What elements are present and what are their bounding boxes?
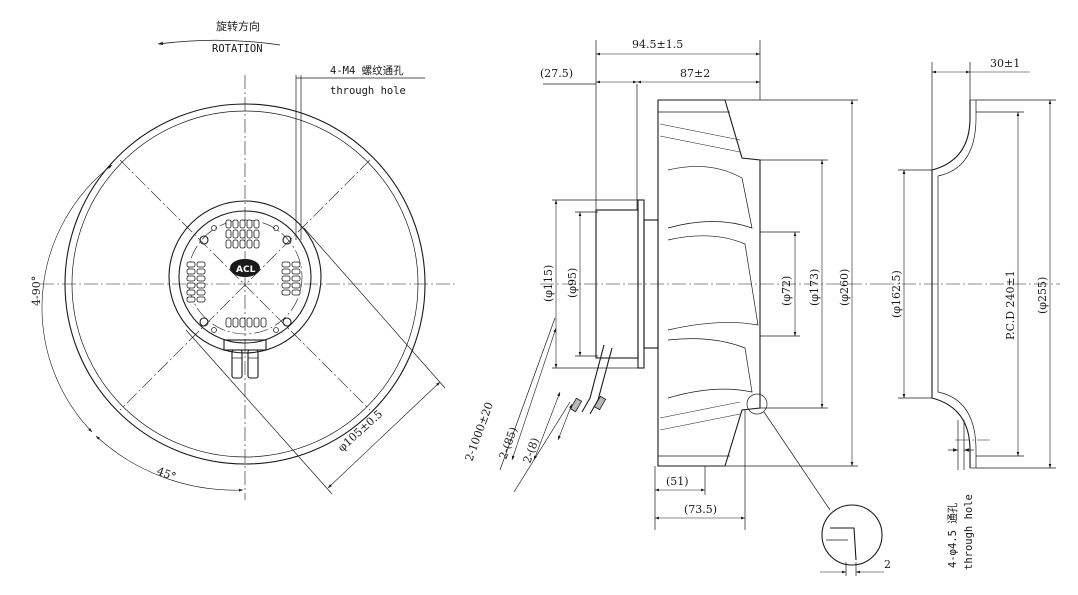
cable-gland xyxy=(223,339,267,379)
len-30-label: 30±1 xyxy=(990,57,1020,70)
inlet-ring-profile xyxy=(931,100,971,468)
detail-view xyxy=(821,504,883,566)
detail-marker xyxy=(746,393,768,415)
len-94-5-label: 94.5±1.5 xyxy=(632,38,683,51)
svg-text:ACL: ACL xyxy=(236,265,256,275)
impeller-blade xyxy=(667,338,753,399)
bolt-hole xyxy=(282,317,292,327)
angle-arc-45 xyxy=(95,435,244,492)
screw-hole xyxy=(273,225,279,231)
motor-body xyxy=(178,210,312,344)
dia-95-label: (φ95) xyxy=(566,268,579,298)
dia-72-label: (φ72) xyxy=(780,276,793,306)
dia-105-label: φ105±0.5 xyxy=(335,407,385,454)
cooling-slots-right xyxy=(281,261,301,296)
bolt-hole xyxy=(199,235,209,245)
motor-flange xyxy=(168,200,322,354)
screw-hole xyxy=(211,225,217,231)
impeller-blade xyxy=(667,166,753,229)
angle-arc-90 xyxy=(41,164,113,433)
screw-hole xyxy=(273,327,279,333)
ring-hole-note-cn: 4-φ4.5 通孔 xyxy=(946,502,959,568)
len-51-label: (51) xyxy=(666,475,689,488)
cooling-slots-bottom xyxy=(225,317,267,328)
detail-2-label: 2 xyxy=(884,558,891,571)
cable-85-dimline xyxy=(533,391,561,461)
angle-45-label: 45° xyxy=(155,465,178,484)
len-27-5-label: (27.5) xyxy=(540,67,573,80)
dia-105-dimline xyxy=(327,381,441,489)
cable-85-label: 2-(85) xyxy=(497,425,521,461)
cable-8-dimline xyxy=(557,403,573,441)
cable xyxy=(569,344,613,415)
impeller-blade xyxy=(667,235,759,331)
ring-view: 30±1 (φ162.5) P.C.D 240±1 (φ255) 4-φ4.5 … xyxy=(880,57,1060,570)
pcd-240-label: P.C.D 240±1 xyxy=(1004,270,1017,340)
front-centerline-d2 xyxy=(119,159,371,411)
m4-hole-note-cn: 4-M4 螺纹通孔 xyxy=(330,64,404,77)
dia-255-label: (φ255) xyxy=(1036,277,1049,314)
ring-hole-note-en: through hole xyxy=(963,494,975,570)
len-73-5-label: (73.5) xyxy=(684,503,717,516)
cooling-slots-left xyxy=(186,261,206,303)
angle-4x90-label: 4-90° xyxy=(30,276,43,306)
cooling-slots-top xyxy=(225,219,260,249)
len-87-label: 87±2 xyxy=(680,67,710,80)
screw-hole xyxy=(211,327,217,333)
brand-logo: ACL xyxy=(230,259,260,277)
rotation-label-en: ROTATION xyxy=(212,43,263,55)
rotation-arrow xyxy=(157,39,281,46)
dia-260-label: (φ260) xyxy=(838,269,851,306)
rotation-label-cn: 旋转方向 xyxy=(216,19,260,33)
dia-162-5-label: (φ162.5) xyxy=(890,270,903,318)
dia-173-label: (φ173) xyxy=(808,269,821,306)
front-view: 旋转方向 ROTATION xyxy=(30,19,455,500)
dia-115-label: (φ115) xyxy=(542,265,555,302)
bolt-hole xyxy=(199,317,209,327)
bolt-hole xyxy=(282,235,292,245)
side-view: 94.5±1.5 87±2 (27.5) (φ115) (φ95) (φ72) xyxy=(463,38,891,576)
motor-bolt-holes xyxy=(199,225,292,333)
cable-8-label: 2-(8) xyxy=(521,436,542,465)
m4-hole-note-en: through hole xyxy=(330,85,406,97)
cable-1000-label: 2-1000±20 xyxy=(463,400,496,463)
